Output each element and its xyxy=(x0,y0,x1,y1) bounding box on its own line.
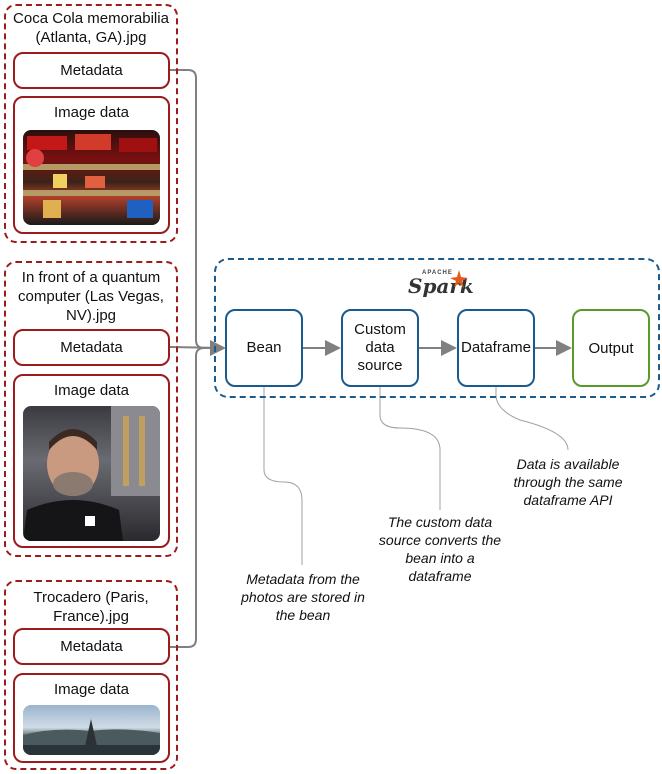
file-title: Trocadero (Paris, France).jpg xyxy=(33,589,149,625)
file-title: Coca Cola memorabilia (Atlanta, GA).jpg xyxy=(13,10,169,46)
connector-metadata-2 xyxy=(169,346,223,349)
note-custom-source: The custom data source converts the bean… xyxy=(378,514,502,584)
image-data-label: Image data xyxy=(53,382,130,399)
dataframe-node: Dataframe xyxy=(457,309,535,387)
metadata-box: Metadata xyxy=(13,329,170,366)
image-data-label: Image data xyxy=(53,104,130,121)
metadata-box: Metadata xyxy=(13,52,170,89)
note-line-dataframe xyxy=(495,386,569,451)
file-group-quantum-computer xyxy=(4,261,178,557)
spark-star-icon xyxy=(450,270,468,288)
custom-data-source-node: Custom data source xyxy=(341,309,419,387)
coca-cola-shelves-photo-icon xyxy=(23,130,160,225)
image-data-box: Image data xyxy=(13,673,170,763)
connector-metadata-3 xyxy=(170,347,205,648)
paris-panorama-photo-icon xyxy=(23,705,160,755)
spark-logo: APACHE Spark xyxy=(408,270,478,300)
file-group-trocadero xyxy=(4,580,178,770)
spark-logo-small-text: APACHE xyxy=(422,270,453,276)
note-bean: Metadata from the photos are stored in t… xyxy=(241,571,365,623)
file-group-coca-cola xyxy=(4,4,178,243)
person-portrait-photo-icon xyxy=(23,406,160,541)
file-title: In front of a quantum computer (Las Vega… xyxy=(18,269,164,324)
note-line-source xyxy=(379,386,441,510)
bean-node: Bean xyxy=(225,309,303,387)
metadata-box: Metadata xyxy=(13,628,170,665)
image-data-box: Image data xyxy=(13,96,170,234)
spark-container xyxy=(214,258,660,398)
image-data-label: Image data xyxy=(53,681,130,698)
image-data-box: Image data xyxy=(13,374,170,548)
note-dataframe: Data is available through the same dataf… xyxy=(513,456,623,508)
note-line-bean xyxy=(263,386,303,565)
output-node: Output xyxy=(572,309,650,387)
